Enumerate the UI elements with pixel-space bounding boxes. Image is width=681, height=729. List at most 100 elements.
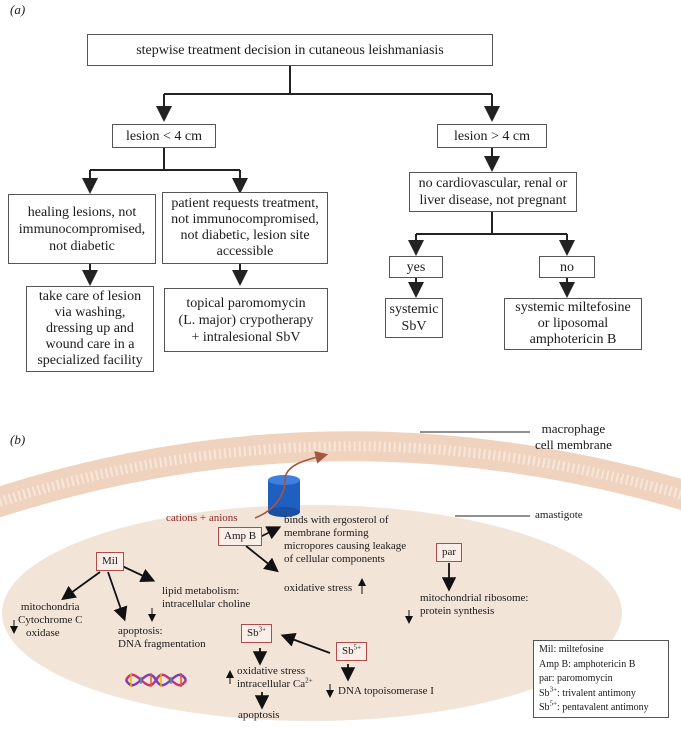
requests-line: not diabetic, lesion site: [180, 228, 310, 243]
lesion-large-box: lesion > 4 cm: [437, 124, 547, 148]
sb5-label: Sb: [342, 645, 354, 657]
ca-label: intracellular Ca: [237, 678, 306, 690]
systemic-mil-line: systemic miltefosine: [515, 300, 631, 315]
macrophage-label: macrophage cell membrane: [535, 421, 612, 453]
conditions-line: liver disease, not pregnant: [419, 193, 567, 208]
healing-line: not diabetic: [49, 238, 115, 254]
systemic-sbv-box: systemic SbV: [385, 298, 443, 338]
ox2-line: oxidative stress: [237, 665, 306, 677]
legend-item: Sb5+: pentavalent antimony: [539, 699, 663, 716]
apoptosis-dna-line: apoptosis:: [118, 625, 163, 637]
no-label: no: [560, 259, 574, 275]
par-box: par: [436, 543, 463, 562]
sb3-box: Sb3+: [241, 624, 273, 643]
par-effect-text: mitochondrial ribosome: protein synthesi…: [420, 592, 528, 618]
care-line: wound care in a: [45, 337, 135, 352]
lipid-line: lipid metabolism:: [162, 585, 240, 597]
ampb-line: micropores causing leakage: [284, 540, 407, 552]
dna-helix-icon: [124, 673, 188, 687]
requests-line: accessible: [216, 244, 274, 259]
legend-text: Sb: [539, 702, 550, 713]
healing-line: healing lesions, not: [27, 204, 137, 220]
legend-sup: 5+: [549, 699, 558, 708]
flowchart-connectors: [82, 66, 575, 298]
lesion-small-label: lesion < 4 cm: [126, 128, 202, 144]
legend-item: Amp B: amphotericin B: [539, 658, 663, 673]
lesion-large-label: lesion > 4 cm: [454, 128, 530, 144]
apoptosis-dna-text: apoptosis: DNA fragmentation: [118, 625, 206, 651]
care-line: specialized facility: [37, 353, 143, 368]
topical-line: + intralesional SbV: [191, 329, 301, 345]
ampb-box: Amp B: [218, 527, 263, 546]
systemic-sbv-line: systemic: [389, 302, 439, 317]
healing-line: immunocompromised,: [18, 221, 146, 237]
lesion-small-box: lesion < 4 cm: [112, 124, 216, 148]
systemic-mil-box: systemic miltefosine or liposomal amphot…: [504, 298, 642, 350]
oxidative-stress-label: oxidative stress: [284, 582, 353, 594]
legend-text: : pentavalent antimony: [557, 702, 649, 713]
lipid-text: lipid metabolism: intracellular choline: [162, 585, 250, 611]
mil-box: Mil: [96, 552, 124, 571]
care-line: dressing up and: [46, 321, 134, 336]
conditions-line: no cardiovascular, renal or: [418, 176, 568, 191]
systemic-mil-line: or liposomal: [537, 316, 609, 331]
root-label: stepwise treatment decision in cutaneous…: [136, 42, 444, 58]
requests-box: patient requests treatment, not immunoco…: [162, 192, 328, 264]
legend-text: Sb: [539, 687, 550, 699]
no-box: no: [539, 256, 595, 278]
care-line: take care of lesion: [38, 289, 142, 304]
membrane-channel-icon: [268, 475, 300, 517]
care-box: take care of lesion via washing, dressin…: [26, 286, 154, 372]
par-line: mitochondrial ribosome:: [420, 592, 529, 604]
amastigote-label: amastigote: [535, 509, 583, 521]
legend-text: Amp B: amphotericin B: [539, 658, 636, 670]
ampb-line: of cellular components: [284, 553, 385, 565]
yes-label: yes: [406, 259, 426, 275]
mito-line: oxidase: [26, 627, 60, 639]
topical-line: (L. major) crypotherapy: [178, 312, 314, 328]
topical-line: topical paromomycin: [186, 295, 306, 311]
legend-text: : trivalent antimony: [557, 687, 636, 699]
macrophage-line: cell membrane: [535, 437, 612, 452]
panel-b-label: (b): [10, 432, 26, 447]
ca-line: intracellular Ca2+: [237, 676, 313, 691]
sb3-sup: 3+: [258, 625, 267, 634]
legend-text: Mil: miltefosine: [539, 644, 604, 655]
legend-item: Sb3+: trivalent antimony: [539, 685, 663, 702]
amastigote-cell: [2, 505, 622, 721]
ampb-line: binds with ergosterol of: [284, 514, 389, 526]
conditions-box: no cardiovascular, renal or liver diseas…: [409, 172, 577, 212]
sb5-sup: 5+: [353, 643, 362, 652]
macrophage-line: macrophage: [541, 421, 606, 436]
mito-line: Cytochrome C: [18, 614, 83, 626]
root-box: stepwise treatment decision in cutaneous…: [87, 34, 493, 66]
topo-label: DNA topoisomerase I: [338, 685, 434, 697]
legend-text: par: paromomycin: [539, 673, 613, 684]
apoptosis-dna-line: DNA fragmentation: [118, 638, 206, 650]
topical-box: topical paromomycin (L. major) crypother…: [164, 288, 328, 352]
legend-item: par: paromomycin: [539, 672, 663, 687]
ampb-line: membrane forming: [284, 527, 369, 539]
yes-box: yes: [389, 256, 443, 278]
requests-line: not immunocompromised,: [171, 212, 319, 227]
legend-sup: 3+: [549, 685, 558, 694]
ca-sup: 2+: [305, 676, 313, 685]
requests-line: patient requests treatment,: [171, 196, 319, 211]
sb3-label: Sb: [247, 627, 259, 639]
systemic-sbv-line: SbV: [401, 319, 427, 334]
apoptosis-label: apoptosis: [238, 709, 280, 721]
sb5-box: Sb5+: [336, 642, 368, 661]
mito-line: mitochondria: [20, 601, 80, 613]
par-line: protein synthesis: [420, 605, 495, 617]
ampb-effect-text: binds with ergosterol of membrane formin…: [284, 514, 406, 566]
healing-box: healing lesions, not immunocompromised, …: [8, 194, 156, 264]
ox2-text: oxidative stress intracellular Ca2+: [237, 665, 313, 691]
care-line: via washing,: [54, 305, 126, 320]
panel-a-label: (a): [10, 2, 26, 17]
cations-label: cations + anions: [166, 512, 238, 524]
lipid-line: intracellular choline: [162, 598, 251, 610]
legend: Mil: miltefosine Amp B: amphotericin B p…: [533, 640, 669, 718]
legend-item: Mil: miltefosine: [539, 643, 663, 658]
mito-text: mitochondria Cytochrome C oxidase: [18, 601, 82, 640]
